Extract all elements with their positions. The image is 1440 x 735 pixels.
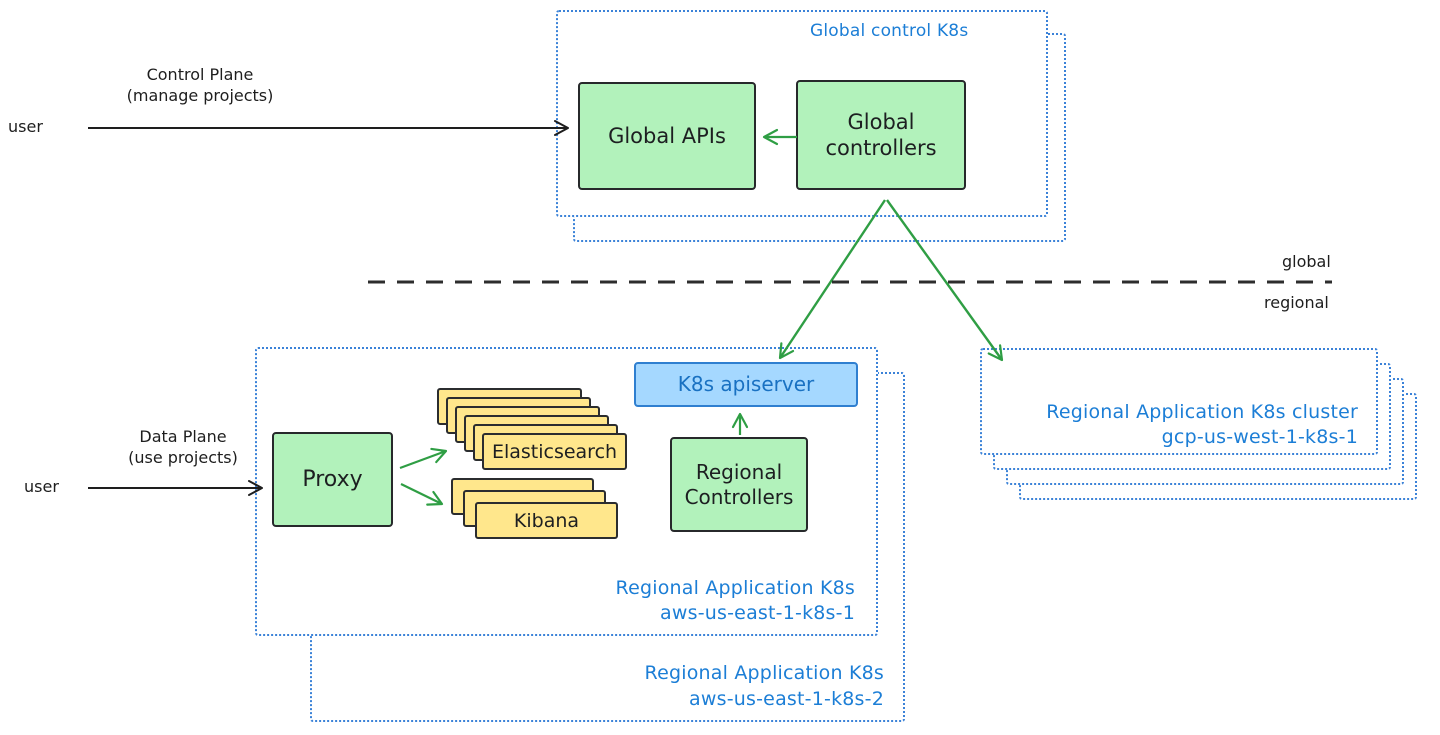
kibana-label: Kibana [513, 509, 580, 532]
proxy-node: Proxy [272, 432, 393, 527]
proxy-label: Proxy [302, 466, 363, 492]
regional-cluster-back-title: Regional Application K8s aws-us-east-1-k… [484, 660, 884, 712]
remote-cluster-title-line1: Regional Application K8s cluster [1046, 401, 1358, 423]
regional-controllers-node: Regional Controllers [670, 437, 808, 532]
control-plane-label-line2: (manage projects) [126, 86, 274, 105]
zone-regional-label: regional [1264, 293, 1329, 312]
remote-cluster-title-line2: gcp-us-west-1-k8s-1 [1161, 426, 1358, 448]
regional-cluster-front-title-line2: aws-us-east-1-k8s-1 [660, 602, 855, 624]
data-plane-label-line2: (use projects) [128, 448, 238, 467]
global-apis-label: Global APIs [608, 123, 726, 148]
remote-cluster-box [980, 348, 1378, 455]
global-controllers-label-line2: controllers [825, 136, 937, 160]
data-plane-label-line1: Data Plane [139, 427, 227, 446]
control-plane-label-line1: Control Plane [146, 65, 254, 84]
user-label-bottom: user [24, 477, 59, 496]
global-apis-node: Global APIs [578, 82, 756, 190]
control-plane-label: Control Plane (manage projects) [95, 64, 305, 106]
regional-cluster-front-title-line1: Regional Application K8s [615, 577, 855, 599]
k8s-apiserver-node: K8s apiserver [634, 362, 858, 407]
remote-cluster-title: Regional Application K8s cluster gcp-us-… [958, 400, 1358, 450]
regional-cluster-front-title: Regional Application K8s aws-us-east-1-k… [455, 576, 855, 626]
regional-controllers-label-line1: Regional [695, 459, 783, 484]
global-cluster-title: Global control K8s [810, 21, 969, 41]
elasticsearch-label: Elasticsearch [491, 440, 618, 463]
k8s-apiserver-label: K8s apiserver [677, 372, 815, 396]
global-controllers-label-line1: Global [847, 109, 915, 134]
regional-controllers-label-line2: Controllers [684, 484, 794, 509]
regional-cluster-back-title-line1: Regional Application K8s [644, 662, 884, 684]
global-controllers-node: Global controllers [796, 80, 966, 190]
zone-global-label: global [1282, 252, 1331, 271]
user-label-top: user [8, 117, 43, 136]
data-plane-label: Data Plane (use projects) [78, 426, 288, 468]
elasticsearch-node: Elasticsearch [482, 433, 627, 470]
regional-cluster-back-title-line2: aws-us-east-1-k8s-2 [689, 688, 884, 710]
kibana-node: Kibana [475, 502, 618, 539]
